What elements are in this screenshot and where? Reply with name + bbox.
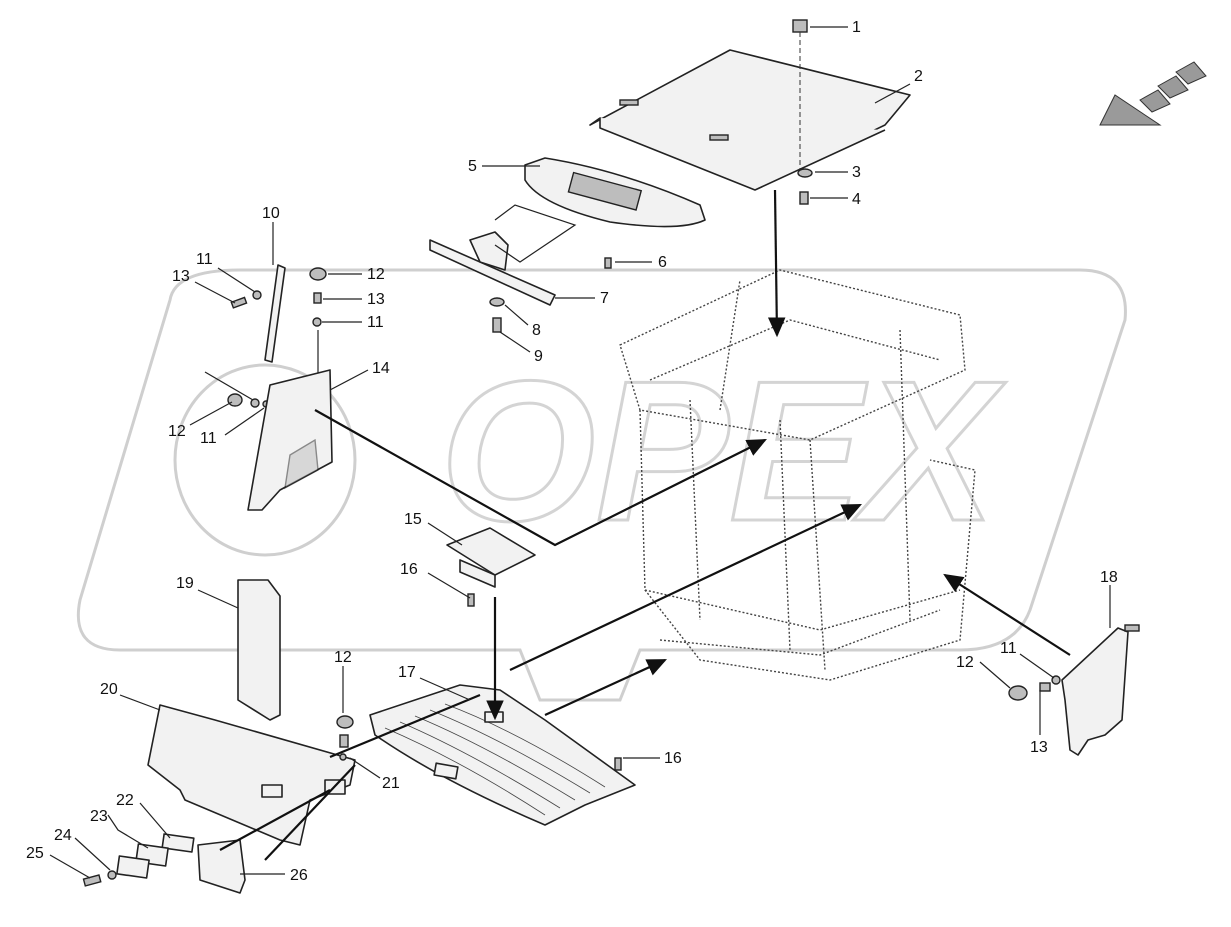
callout-15: 15: [404, 511, 422, 528]
part-floor-mat: [369, 684, 636, 826]
fasteners-console: [336, 715, 354, 761]
part-roof-panel: [589, 49, 911, 191]
fasteners-left: [227, 267, 327, 408]
part-trim-strip: [264, 264, 286, 363]
callout-5: 5: [468, 158, 477, 175]
callout-12d: 12: [334, 649, 352, 666]
callout-8: 8: [532, 322, 541, 339]
callout-12c: 12: [956, 654, 974, 671]
assembly-arrows: [219, 189, 1071, 861]
cab-frame: [619, 269, 976, 681]
callout-19: 19: [176, 575, 194, 592]
callout-9: 9: [534, 348, 543, 365]
callout-10: 10: [262, 205, 280, 222]
part-side-panel: [237, 579, 281, 721]
callout-23: 23: [90, 808, 108, 825]
callout-17: 17: [398, 664, 416, 681]
roof-fasteners: [792, 19, 813, 205]
front-direction-arrow-icon: [1099, 61, 1207, 126]
callout-11b: 11: [367, 314, 384, 331]
callout-13c: 13: [1030, 739, 1048, 756]
part-cover-shelf: [524, 157, 706, 228]
callout-20: 20: [100, 681, 118, 698]
callout-3: 3: [852, 164, 861, 181]
part-right-bracket: [1008, 624, 1140, 756]
callout-14: 14: [372, 360, 390, 377]
callout-labels: 1 2 3 4 5 6 7 8 9 10 11 12 13 11 13 14 1…: [26, 19, 1118, 884]
callout-11c: 11: [200, 430, 217, 447]
callout-25: 25: [26, 845, 44, 862]
part-pillar-trim: [247, 369, 333, 511]
callout-26: 26: [290, 867, 308, 884]
callout-16a: 16: [400, 561, 418, 578]
callout-7: 7: [600, 290, 609, 307]
leader-lines: [49, 26, 1111, 879]
callout-13a: 13: [172, 268, 190, 285]
callout-24: 24: [54, 827, 72, 844]
callout-1: 1: [852, 19, 861, 36]
callout-2: 2: [914, 68, 923, 85]
callout-22: 22: [116, 792, 134, 809]
part-console: [147, 704, 356, 846]
callout-6: 6: [658, 254, 667, 271]
callout-12b: 12: [168, 423, 186, 440]
part-visor: [429, 204, 612, 333]
watermark: OPEX: [76, 268, 1127, 702]
callout-16b: 16: [664, 750, 682, 767]
callout-11a: 11: [196, 251, 213, 268]
callout-11d: 11: [1000, 640, 1017, 657]
callout-13b: 13: [367, 291, 385, 308]
callout-4: 4: [852, 191, 861, 208]
part-small-cover: [446, 527, 622, 771]
callout-18: 18: [1100, 569, 1118, 586]
switch-plate-parts: [82, 833, 246, 894]
callout-21: 21: [382, 775, 400, 792]
callout-12a: 12: [367, 266, 385, 283]
watermark-text: OPEX: [440, 340, 1006, 563]
